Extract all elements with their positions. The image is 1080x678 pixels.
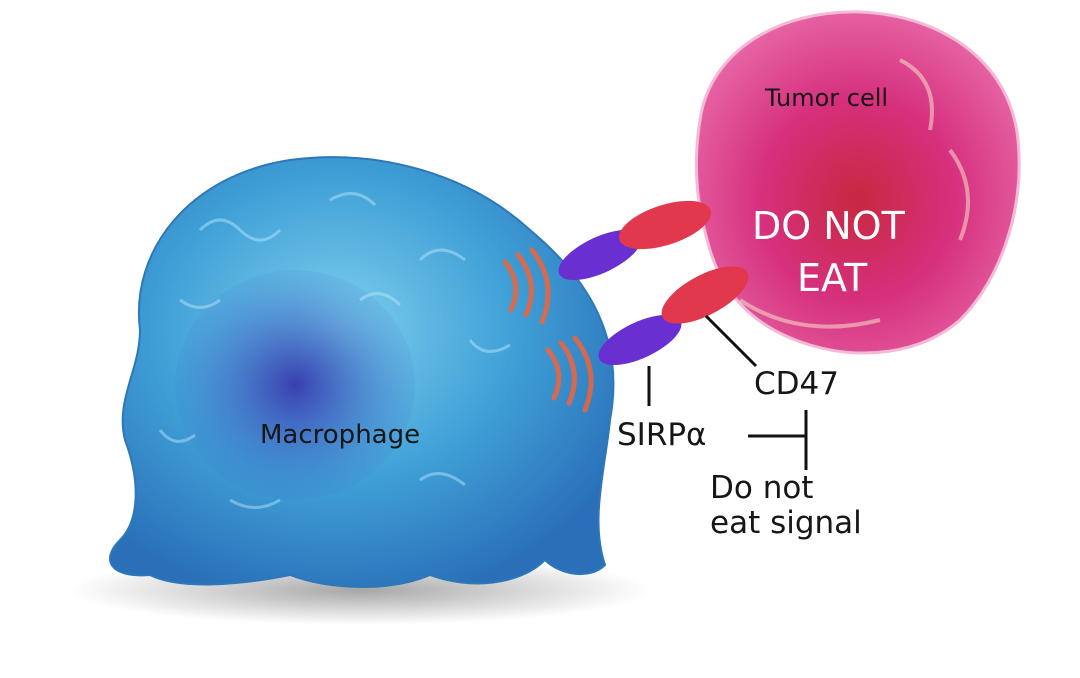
do-not-eat-label-line1: DO NOT [752,204,905,248]
signal-label-line1: Do not [710,470,814,506]
signal-waves-upper [502,247,551,325]
tumor-texture [738,58,970,329]
cd47-protein-upper [618,200,712,250]
sirpa-protein-upper [558,229,642,281]
signal-label-line2: eat signal [710,505,862,541]
cd47-protein-lower [661,266,749,324]
sirpa-label: SIRPα [617,417,707,453]
macrophage-texture [158,192,511,509]
sirpa-protein-lower [598,314,682,366]
do-not-eat-label-line2: EAT [797,256,868,300]
cd47-label: CD47 [754,366,839,402]
tumor-cell [694,10,1021,355]
signal-waves-lower [545,335,594,413]
macrophage-label: Macrophage [260,420,421,450]
tumor-cell-label: Tumor cell [765,84,889,112]
macrophage-nucleus [175,270,415,500]
cd47-pointer-line [704,314,758,368]
